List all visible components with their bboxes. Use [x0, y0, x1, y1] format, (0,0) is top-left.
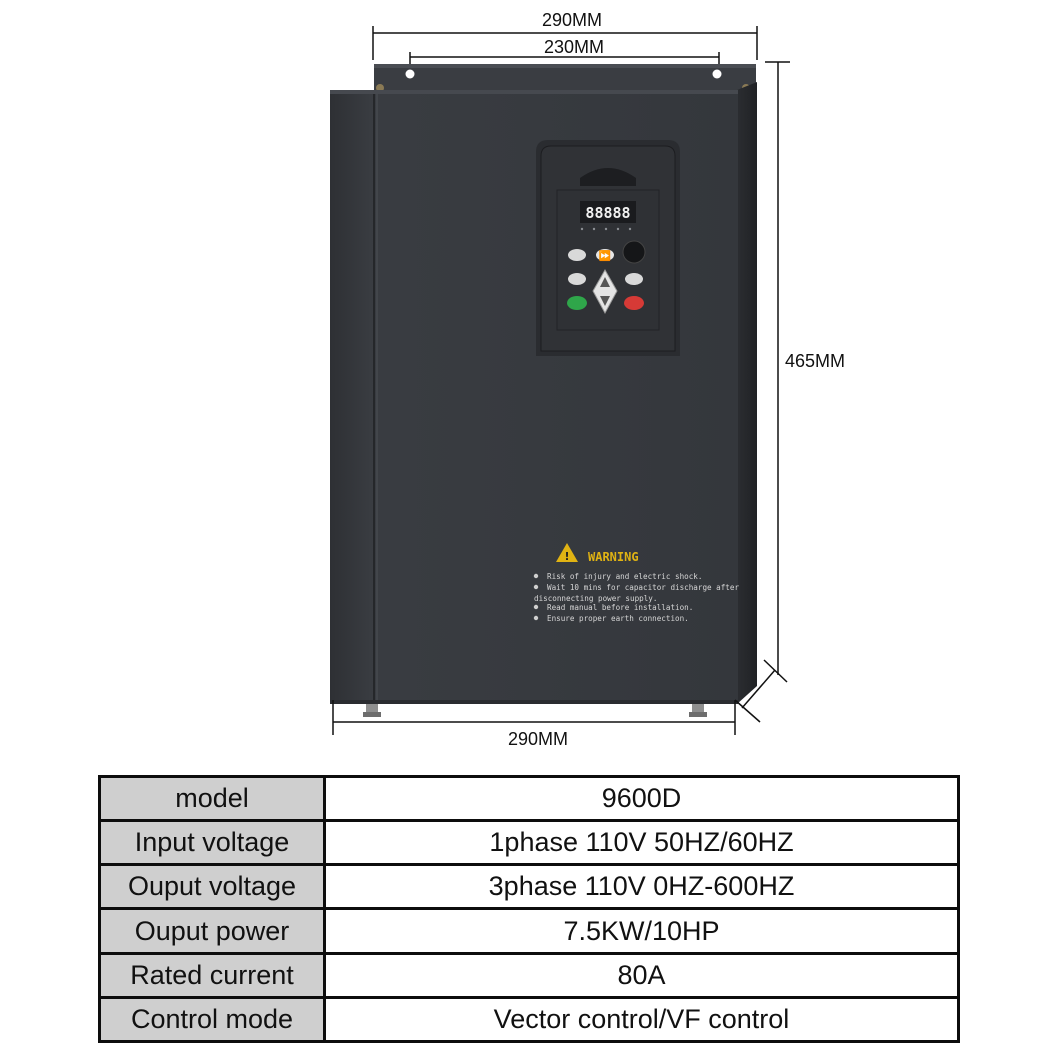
mount-spacing-label: 230MM — [544, 37, 604, 57]
spec-value: Vector control/VF control — [323, 995, 960, 1044]
speed-knob — [622, 240, 646, 264]
warning-line: Risk of injury and electric shock. — [547, 572, 702, 581]
warning-line: Ensure proper earth connection. — [547, 614, 689, 623]
product-figure: 290MM 230MM 88888 — [330, 10, 845, 749]
spec-table: model 9600D Input voltage 1phase 110V 50… — [98, 774, 960, 1044]
control-keypad: 88888 ⏩ — [536, 140, 680, 356]
forward-button — [596, 249, 614, 261]
warning-line: Read manual before installation. — [547, 603, 693, 612]
prg-button — [568, 249, 586, 261]
run-button — [567, 296, 587, 310]
bottom-width-label: 290MM — [508, 729, 568, 749]
dimension-height: 465MM — [765, 61, 845, 675]
up-down-button — [592, 268, 618, 315]
spec-value: 9600D — [323, 774, 960, 823]
spec-value: 80A — [323, 951, 960, 999]
svg-text:⏩: ⏩ — [599, 249, 611, 262]
warning-line: Wait 10 mins for capacitor discharge aft… — [547, 583, 739, 592]
warning-line: disconnecting power supply. — [534, 594, 657, 603]
spec-label: Control mode — [98, 995, 326, 1044]
dimension-depth — [734, 659, 788, 723]
mounting-bolts — [363, 704, 707, 717]
svg-text:!: ! — [564, 550, 569, 563]
warning-label: ! WARNING Risk of injury and electric sh… — [533, 543, 739, 623]
led-readout: 88888 — [585, 204, 630, 222]
func-button — [568, 273, 586, 285]
spec-value: 7.5KW/10HP — [323, 907, 960, 955]
table-row: Input voltage 1phase 110V 50HZ/60HZ — [98, 819, 960, 867]
spec-label: Ouput voltage — [98, 863, 326, 911]
dimension-mount-spacing: 230MM — [409, 37, 720, 68]
spec-label: Ouput power — [98, 907, 326, 955]
shift-button — [625, 273, 643, 285]
warning-icon — [556, 543, 578, 562]
table-row: Rated current 80A — [98, 951, 960, 999]
mounting-bracket — [374, 64, 756, 94]
warning-title: WARNING — [588, 550, 639, 564]
spec-label: model — [98, 774, 326, 823]
spec-value: 3phase 110V 0HZ-600HZ — [323, 863, 960, 911]
side-panel — [737, 82, 757, 704]
dimension-top-width: 290MM — [372, 10, 758, 60]
height-label: 465MM — [785, 351, 845, 371]
spec-value: 1phase 110V 50HZ/60HZ — [323, 819, 960, 867]
top-width-label: 290MM — [542, 10, 602, 30]
spec-label: Input voltage — [98, 819, 326, 867]
led-display — [580, 201, 636, 223]
table-row: model 9600D — [98, 774, 960, 823]
dimension-bottom-width: 290MM — [332, 700, 736, 749]
spec-label: Rated current — [98, 951, 326, 999]
table-row: Control mode Vector control/VF control — [98, 995, 960, 1044]
table-row: Ouput voltage 3phase 110V 0HZ-600HZ — [98, 863, 960, 911]
stop-button — [624, 296, 644, 310]
table-row: Ouput power 7.5KW/10HP — [98, 907, 960, 955]
